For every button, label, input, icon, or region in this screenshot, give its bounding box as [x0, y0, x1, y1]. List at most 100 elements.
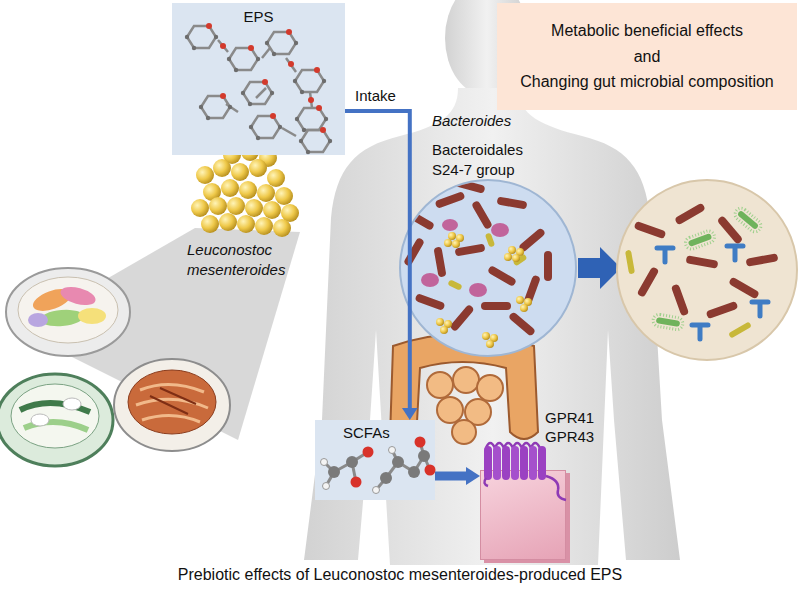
gut-microbiota-circle	[421, 273, 439, 287]
intestine	[477, 375, 503, 401]
gpr-receptor	[520, 446, 528, 480]
scfa-molecules	[324, 442, 430, 490]
changed-microbiota-circle	[688, 233, 713, 247]
bacteria-cluster	[227, 197, 245, 215]
scfa-molecules	[408, 466, 420, 478]
gut-microbiota-circle	[516, 296, 524, 304]
gut-microbiota-circle	[487, 265, 517, 287]
bacteria-cluster	[213, 159, 231, 177]
kimchi-bowl	[128, 370, 216, 434]
changed-microbiota-circle	[727, 246, 743, 260]
kimchi-bowl	[6, 268, 130, 356]
intestine	[437, 397, 463, 423]
scfa-molecules	[334, 462, 352, 472]
gut-microbiota-circle	[471, 200, 493, 230]
figure-caption: Prebiotic effects of Leuconostoc mesente…	[0, 566, 800, 584]
scfa-molecules	[363, 447, 374, 458]
connector	[435, 467, 480, 485]
bacteria-cluster	[275, 187, 293, 205]
eps-molecule	[310, 92, 312, 108]
eps-molecule	[262, 48, 270, 58]
eps-molecule	[288, 61, 294, 67]
bacteria-cluster	[201, 215, 219, 233]
bacteria-cluster	[221, 179, 239, 197]
taxon-label: Bacteroides	[432, 111, 552, 131]
gut-microbiota-circle	[497, 196, 528, 209]
gut-microbiota-circle	[403, 178, 552, 348]
gpr-receptor	[502, 446, 510, 480]
changed-microbiota-circle	[634, 221, 667, 239]
connector-line	[345, 111, 410, 409]
kimchi-bowl	[6, 268, 130, 356]
scfa-molecules	[392, 456, 404, 468]
gpr-receptor	[529, 446, 537, 480]
gut-microbiota-circle	[440, 326, 448, 334]
changed-microbiota-circle	[617, 180, 797, 360]
gut-microbiota-circle	[400, 180, 576, 356]
intestine	[452, 420, 476, 444]
scfa-molecules	[321, 437, 436, 494]
receptor-label: GPR41 GPR43	[545, 409, 605, 447]
gpr-receptor	[486, 443, 540, 448]
scfa-molecules	[328, 466, 340, 478]
gut-microbiota-circle	[436, 232, 532, 348]
scfa-molecules	[324, 462, 334, 472]
kimchi-bowl	[59, 284, 98, 309]
gut-microbiota-circle	[452, 240, 460, 248]
scfa-molecules	[352, 462, 356, 482]
changed-microbiota-circle	[657, 248, 673, 262]
gut-microbiota-circle	[405, 209, 435, 231]
scfa-molecules	[373, 487, 380, 494]
eps-molecule	[293, 67, 326, 94]
changed-microbiota-circle	[671, 284, 689, 317]
box-text: Metabolic beneficial effects and Changin…	[520, 18, 773, 95]
scfa-molecules	[392, 450, 398, 462]
gut-microbiota-circle	[544, 251, 552, 281]
bacteria-cluster	[267, 169, 285, 187]
scfa-molecules	[386, 462, 398, 478]
changed-microbiota-circle	[686, 255, 719, 268]
scfa-molecules	[351, 477, 362, 488]
gpr-receptor	[511, 446, 519, 480]
gpr-receptor	[546, 476, 566, 500]
gpr-receptor	[484, 443, 566, 500]
gut-microbiota-circle	[400, 178, 576, 356]
changed-microbiota-circle	[728, 277, 760, 300]
eps-molecule	[308, 97, 314, 103]
bacteria-cluster	[237, 215, 255, 233]
gut-microbiota-circle	[433, 247, 446, 278]
changed-microbiota-circle	[733, 206, 764, 234]
kimchi-bowl	[150, 388, 196, 414]
gpr-receptor	[484, 478, 488, 486]
eps-molecule	[199, 93, 232, 120]
eps-molecule	[218, 40, 312, 136]
scfa-molecules	[415, 437, 426, 448]
change-arrow	[578, 247, 621, 289]
gut-microbiota-circle	[447, 279, 462, 290]
changed-microbiota-circle	[652, 313, 684, 330]
scfa-molecules	[376, 478, 386, 490]
changed-microbiota-circle	[637, 266, 660, 298]
bacteria-cluster	[219, 213, 237, 231]
kimchi-bowl	[78, 308, 106, 324]
eps-molecule	[256, 88, 266, 98]
bacteria-cluster	[191, 199, 209, 217]
gut-microbiota-circle	[448, 232, 456, 240]
eps-molecule	[286, 58, 296, 72]
gut-microbiota-circle	[491, 223, 509, 237]
species-label: Leuconostoc mesenteroides	[187, 240, 305, 279]
scfa-molecules	[398, 462, 414, 472]
kimchi-bowl	[11, 384, 99, 448]
changed-microbiota-circle	[692, 325, 708, 339]
intestine	[453, 367, 479, 393]
gut-microbiota-circle	[512, 254, 520, 262]
kimchi-bowl	[63, 398, 81, 410]
bacteria-cluster	[249, 159, 267, 177]
bacteria-cluster	[245, 199, 263, 217]
changed-microbiota-circle	[737, 210, 759, 230]
eps-molecule	[241, 79, 274, 106]
eps-molecule	[226, 104, 238, 112]
bacteria-cluster	[196, 166, 214, 184]
gut-microbiota-circle	[482, 332, 490, 340]
